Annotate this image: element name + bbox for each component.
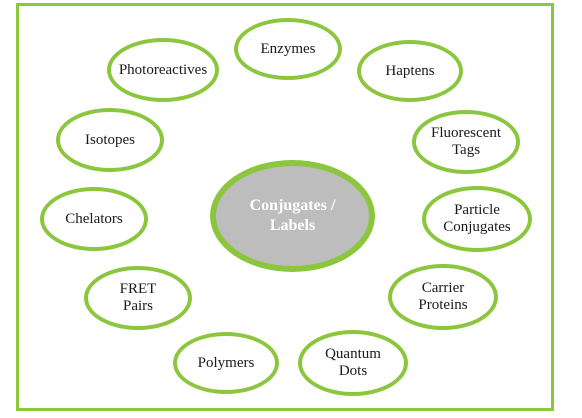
node-label: Enzymes xyxy=(260,40,316,57)
node-label-line2: Tags xyxy=(451,142,481,158)
node-label: Photoreactives xyxy=(118,61,208,78)
node-chelators: Chelators xyxy=(40,187,148,251)
center-label-line1: Conjugates / xyxy=(249,197,336,214)
node-label-line2: Dots xyxy=(338,363,368,379)
node-label-line1: Particle xyxy=(454,202,500,218)
node-label: Polymers xyxy=(197,354,255,371)
node-fluorescent-tags: Fluorescent Tags xyxy=(412,110,520,174)
node-polymers: Polymers xyxy=(173,332,279,394)
node-carrier-proteins: Carrier Proteins xyxy=(388,264,498,330)
center-node-conjugates-labels: Conjugates / Labels xyxy=(210,160,375,272)
node-label-line1: Fluorescent xyxy=(431,125,501,141)
center-label-line2: Labels xyxy=(269,217,316,234)
node-label: Isotopes xyxy=(85,131,135,148)
node-label-line2: Conjugates xyxy=(443,219,511,235)
node-label: Chelators xyxy=(65,210,123,227)
node-haptens: Haptens xyxy=(357,40,463,102)
node-quantum-dots: Quantum Dots xyxy=(298,330,408,396)
node-label-line1: Carrier xyxy=(421,280,465,296)
node-label-line2: Pairs xyxy=(123,298,153,314)
node-isotopes: Isotopes xyxy=(56,108,164,172)
node-label-line1: Quantum xyxy=(325,346,381,362)
node-label-line2: Proteins xyxy=(418,297,468,313)
node-photoreactives: Photoreactives xyxy=(107,38,219,102)
diagram-frame xyxy=(16,3,554,411)
node-fret-pairs: FRET Pairs xyxy=(84,266,192,330)
node-label: Haptens xyxy=(385,62,435,79)
node-enzymes: Enzymes xyxy=(234,18,342,80)
node-label-line1: FRET xyxy=(119,281,157,297)
node-particle-conjugates: Particle Conjugates xyxy=(422,186,532,252)
